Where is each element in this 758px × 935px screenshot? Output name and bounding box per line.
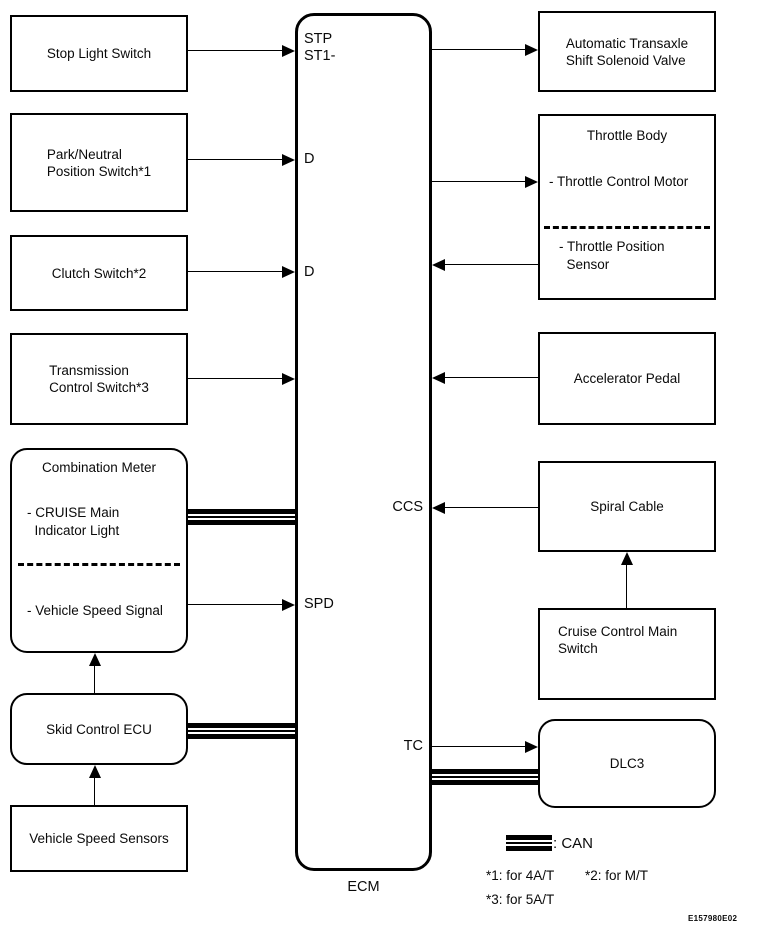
box-automatic-transaxle-label: Automatic Transaxle Shift Solenoid Valve [565, 35, 689, 68]
box-skid-control-ecu: Skid Control ECU [10, 693, 188, 765]
arrow-skid-ecu-to-combination-meter [89, 653, 101, 693]
box-spiral-cable-label: Spiral Cable [590, 499, 664, 514]
arrow-ecm-to-throttle-control-motor [432, 176, 538, 188]
box-vehicle-speed-sensors: Vehicle Speed Sensors [10, 805, 188, 872]
pin-ccs: CCS [392, 499, 423, 515]
box-stop-light-switch-label: Stop Light Switch [46, 46, 152, 61]
arrow-transmission-to-ecm [188, 373, 295, 385]
arrow-throttle-position-sensor-to-ecm [432, 259, 538, 271]
pin-spd: SPD [304, 596, 334, 612]
combination-meter-vehicle-speed-signal: - Vehicle Speed Signal [27, 603, 163, 618]
pin-tc: TC [403, 738, 423, 754]
ecm-box: STP ST1- D D CCS SPD TC [295, 13, 432, 871]
arrow-accelerator-pedal-to-ecm [432, 372, 538, 384]
pin-stp-st1: STP ST1- [304, 31, 336, 64]
arrow-spiral-cable-to-ecm [432, 502, 538, 514]
box-spiral-cable: Spiral Cable [538, 461, 716, 552]
footnote-3: *3: for 5A/T [486, 892, 555, 907]
pin-d-clutch: D [304, 264, 315, 280]
box-stop-light-switch: Stop Light Switch [10, 15, 188, 92]
box-clutch-switch: Clutch Switch*2 [10, 235, 188, 311]
combination-meter-title: Combination Meter [41, 460, 157, 475]
ecm-label: ECM [347, 879, 380, 895]
box-throttle-body: Throttle Body - Throttle Control Motor -… [538, 114, 716, 300]
can-line-skid-ecu-ecm [188, 723, 295, 739]
box-accelerator-pedal: Accelerator Pedal [538, 332, 716, 425]
pin-d-park-neutral: D [304, 151, 315, 167]
box-automatic-transaxle-shift-solenoid-valve: Automatic Transaxle Shift Solenoid Valve [538, 11, 716, 92]
throttle-body-position-sensor: - Throttle Position Sensor [559, 239, 665, 272]
box-park-neutral-position-switch-label: Park/Neutral Position Switch*1 [46, 146, 152, 179]
box-transmission-control-switch: Transmission Control Switch*3 [10, 333, 188, 425]
throttle-body-divider [544, 226, 710, 229]
box-dlc3-label: DLC3 [609, 756, 645, 771]
arrow-clutch-to-ecm [188, 266, 295, 278]
box-cruise-control-main-switch: Cruise Control Main Switch [538, 608, 716, 700]
box-cruise-control-main-switch-label: Cruise Control Main Switch [558, 624, 678, 656]
box-combination-meter: Combination Meter - CRUISE Main Indicato… [10, 448, 188, 653]
arrow-ecm-to-dlc3 [432, 741, 538, 753]
can-line-combination-meter-ecm [188, 509, 295, 525]
footnote-2: *2: for M/T [585, 868, 649, 883]
box-vehicle-speed-sensors-label: Vehicle Speed Sensors [29, 831, 169, 846]
box-clutch-switch-label: Clutch Switch*2 [51, 265, 147, 281]
arrow-ecm-to-transaxle-valve [432, 44, 538, 56]
can-legend-symbol [506, 835, 552, 851]
arrow-speed-sensors-to-skid-ecu [89, 765, 101, 805]
box-accelerator-pedal-label: Accelerator Pedal [573, 371, 681, 386]
throttle-body-control-motor: - Throttle Control Motor [549, 174, 689, 189]
can-legend-label: : CAN [553, 835, 594, 852]
box-dlc3: DLC3 [538, 719, 716, 808]
footnote-1: *1: for 4A/T [486, 868, 555, 883]
arrow-cruise-main-switch-to-spiral-cable [621, 552, 633, 608]
throttle-body-title: Throttle Body [586, 128, 668, 143]
box-skid-control-ecu-label: Skid Control ECU [46, 721, 152, 737]
arrow-park-neutral-to-ecm [188, 154, 295, 166]
arrow-stop-light-to-ecm [188, 45, 295, 57]
box-park-neutral-position-switch: Park/Neutral Position Switch*1 [10, 113, 188, 212]
combination-meter-cruise-indicator: - CRUISE Main Indicator Light [27, 505, 120, 538]
doc-code: E157980E02 [688, 914, 738, 923]
combination-meter-divider [18, 563, 180, 566]
can-line-ecm-dlc3 [432, 769, 538, 785]
box-transmission-control-switch-label: Transmission Control Switch*3 [49, 363, 149, 395]
arrow-vehicle-speed-signal-to-ecm [188, 599, 295, 611]
